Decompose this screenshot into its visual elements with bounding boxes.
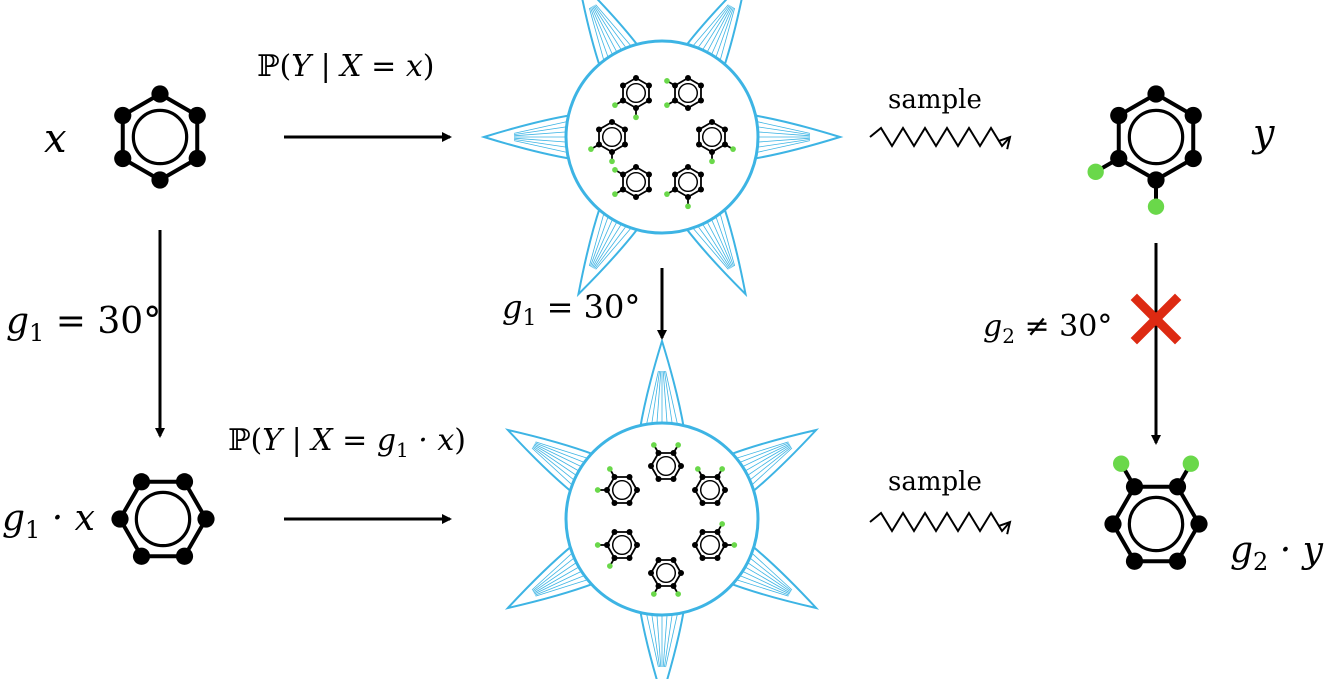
gy-label: g2 · y	[1230, 530, 1324, 576]
y-label: y	[1251, 111, 1275, 155]
g1-left-label: g1 = 30°	[6, 301, 161, 347]
conditional-distribution-bottom: ℙ(Y | X = g1 · x)	[228, 423, 466, 462]
sample-arrow-top	[869, 126, 1010, 146]
g2-label: g2 ≠ 30°	[983, 309, 1112, 348]
gx-label: g1 · x	[2, 498, 95, 544]
sample-label-top: sample	[888, 85, 982, 115]
sample-arrow-bottom	[869, 511, 1010, 531]
red-x-icon	[1130, 293, 1182, 345]
conditional-distribution-top: ℙ(Y | X = x)	[257, 49, 434, 84]
sample-label-bottom: sample	[888, 467, 982, 497]
benzene-icon	[114, 85, 206, 189]
x-label: x	[44, 116, 67, 162]
g1-middle-label: g1 = 30°	[502, 288, 640, 331]
benzene-icon	[111, 473, 215, 565]
disubstituted-benzene-icon	[1087, 85, 1202, 215]
distribution-blob-icon	[504, 337, 820, 683]
distribution-blob-icon	[480, 0, 844, 298]
disubstituted-benzene-icon	[1104, 455, 1208, 570]
